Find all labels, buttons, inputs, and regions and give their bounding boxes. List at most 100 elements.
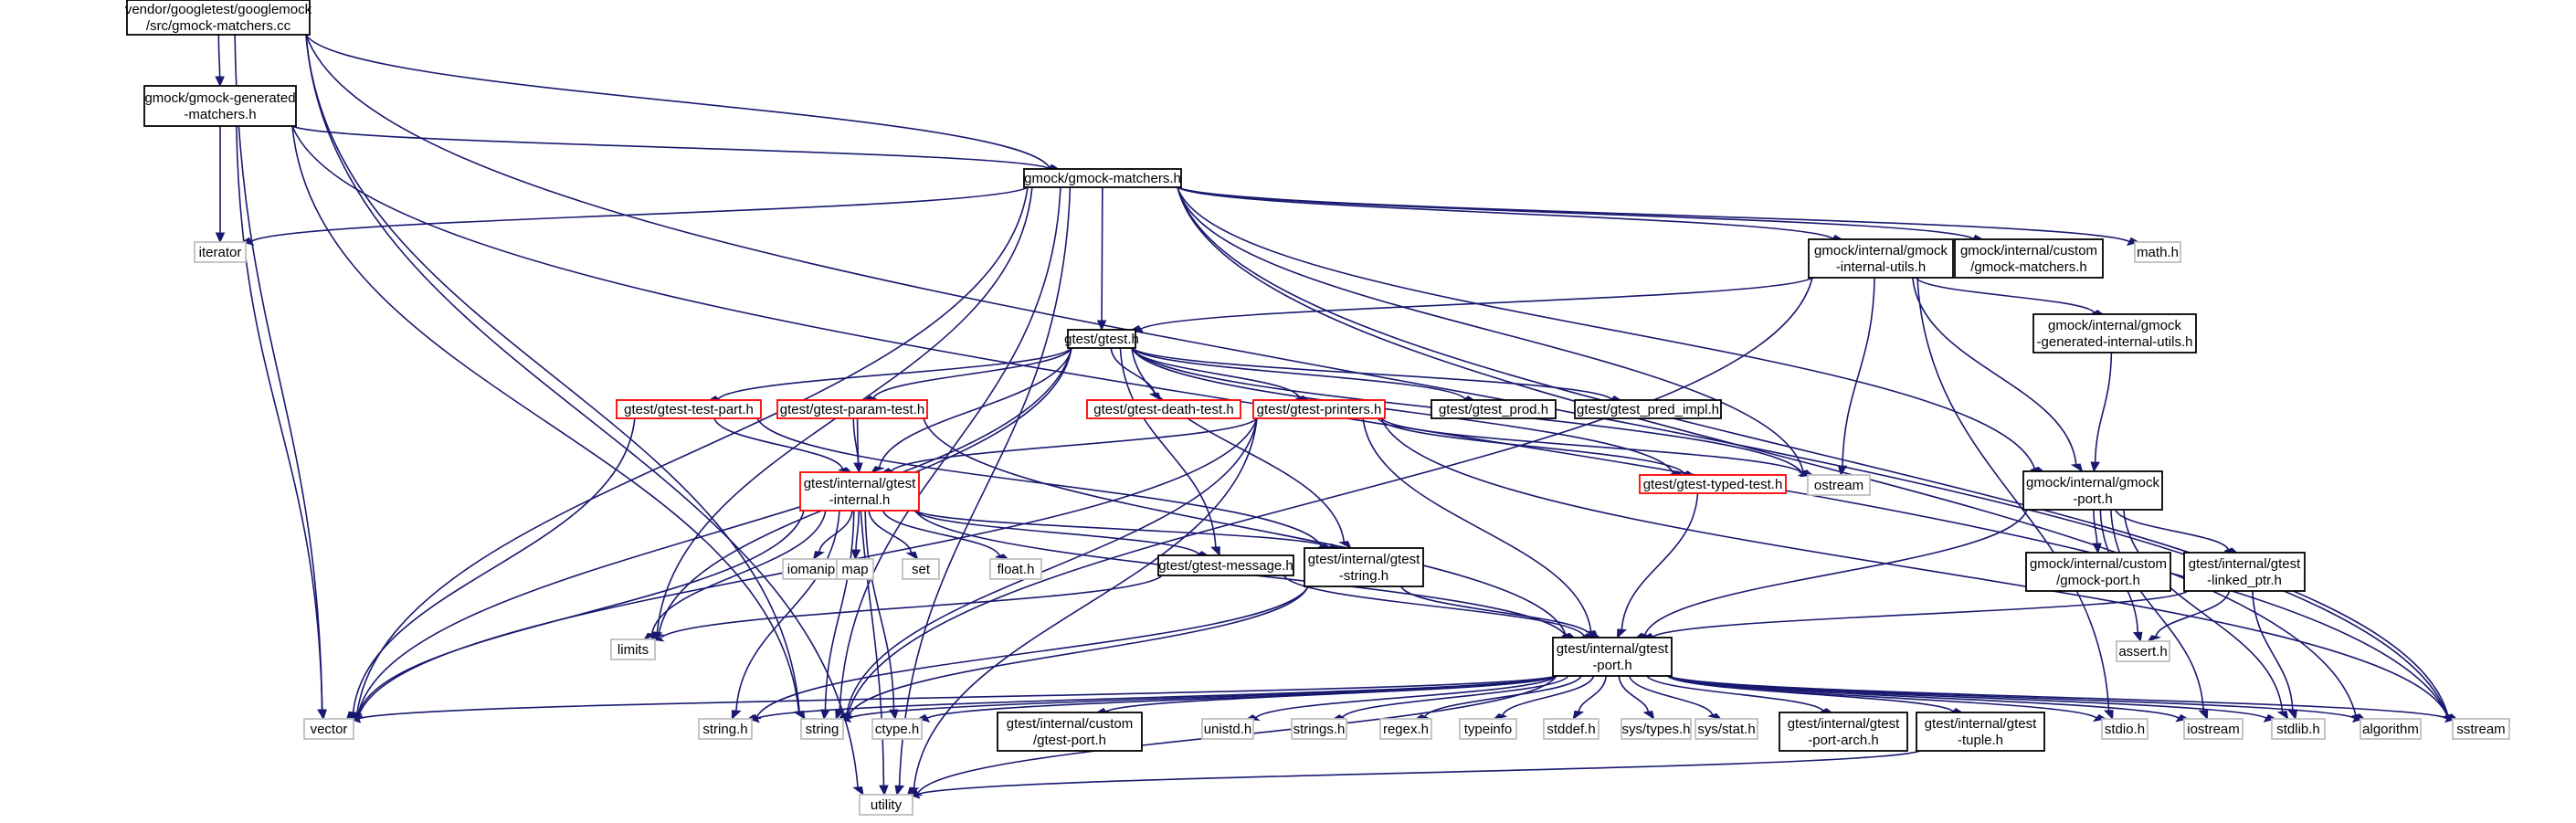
node-box [800, 718, 844, 740]
node-ostream[interactable]: ostream [1807, 474, 1871, 496]
edge-arrowhead [871, 466, 886, 473]
edge-gtup-to-utility [917, 750, 1921, 796]
node-strings-h[interactable]: strings.h [1291, 718, 1347, 740]
edge-arrowhead [995, 554, 1009, 560]
edge-arrowhead [746, 713, 760, 723]
node-gtest-internal-gtest-port-h[interactable]: gtest/internal/gtest-port.h [1552, 637, 1673, 677]
edge-arrowhead [731, 710, 742, 721]
node-box [303, 718, 354, 740]
edge-gport-to-vector [358, 675, 1557, 720]
node-gmock-internal-gmock-generated-internal-utils-h[interactable]: gmock/internal/gmock-generated-internal-… [2032, 313, 2197, 353]
edge-gint-to-ctype [864, 510, 895, 711]
node-gtest-gtest-typed-test-h[interactable]: gtest/gtest-typed-test.h [1639, 474, 1787, 494]
node-algorithm[interactable]: algorithm [2360, 718, 2422, 740]
node-box [1067, 329, 1136, 349]
node-box [859, 794, 913, 816]
node-stdio-h[interactable]: stdio.h [2101, 718, 2148, 740]
node-gmock-gmock-generated-matchers-h[interactable]: gmock/gmock-generated-matchers.h [143, 85, 297, 127]
edge-gpr-to-gint [891, 417, 1258, 472]
node-box [1304, 547, 1424, 587]
edge-gstr-to-string [847, 586, 1309, 717]
node-gtest-gtest-death-test-h[interactable]: gtest/gtest-death-test.h [1086, 399, 1241, 419]
edge-gpr-to-sstream [1380, 417, 2449, 717]
node-vector[interactable]: vector [303, 718, 354, 740]
node-label: gtest/gtest-death-test.h [1093, 402, 1233, 417]
node-label: -port.h [2073, 491, 2112, 507]
node-gtest-gtest-prod-h[interactable]: gtest/gtest_prod.h [1431, 399, 1557, 419]
node-gtest-gtest-h[interactable]: gtest/gtest.h [1064, 329, 1139, 349]
node-unistd-h[interactable]: unistd.h [1201, 718, 1254, 740]
node-label: regex.h [1383, 722, 1429, 737]
node-box [1954, 238, 2104, 279]
node-gmock-internal-gmock-port-h[interactable]: gmock/internal/gmock-port.h [2022, 470, 2163, 511]
edge-gtest-to-gtt [1131, 347, 1674, 474]
node-math-h[interactable]: math.h [2134, 241, 2181, 263]
node-sys-types-h[interactable]: sys/types.h [1621, 718, 1692, 740]
node-gtest-internal-gtest-string-h[interactable]: gtest/internal/gtest-string.h [1304, 547, 1424, 587]
node-regex-h[interactable]: regex.h [1379, 718, 1432, 740]
node-set[interactable]: set [902, 558, 940, 580]
node-gtest-internal-gtest-tuple-h[interactable]: gtest/internal/gtest-tuple.h [1916, 712, 2045, 752]
node-label: iomanip [787, 562, 836, 577]
node-gtest-internal-custom-gtest-port-h[interactable]: gtest/internal/custom/gtest-port.h [997, 712, 1143, 752]
node-limits[interactable]: limits [610, 638, 656, 660]
node-iterator[interactable]: iterator [194, 241, 247, 263]
edge-arrowhead [2127, 237, 2140, 247]
node-sys-stat-h[interactable]: sys/stat.h [1694, 718, 1758, 740]
node-label: gtest/gtest_pred_impl.h [1577, 402, 1719, 417]
node-gtest-gtest-param-test-h[interactable]: gtest/gtest-param-test.h [776, 399, 928, 419]
edge-gtest-to-gdt [1110, 347, 1156, 394]
node-label: stdlib.h [2276, 722, 2320, 737]
node-ctype-h[interactable]: ctype.h [871, 718, 923, 740]
node-label: algorithm [2362, 722, 2419, 737]
edge-gpr-to-gtt [1377, 417, 1685, 474]
node-gtest-internal-gtest-internal-h[interactable]: gtest/internal/gtest-internal.h [799, 471, 920, 512]
node-gtest-internal-gtest-port-arch-h[interactable]: gtest/internal/gtest-port-arch.h [1779, 712, 1908, 752]
node-vendor-googletest-googlemock-src-gmock-matchers-cc[interactable]: vendor/googletest/googlemock/src/gmock-m… [125, 0, 312, 36]
node-label: gtest/internal/custom [1007, 716, 1133, 732]
edge-gstr-to-stringh [756, 586, 1309, 718]
edge-giu-to-ggiu [1915, 277, 2096, 313]
node-label: gmock/internal/gmock [2026, 475, 2159, 491]
node-gmock-internal-custom-gmock-matchers-h[interactable]: gmock/internal/custom/gmock-matchers.h [1954, 238, 2104, 279]
node-string-h[interactable]: string.h [698, 718, 753, 740]
node-map[interactable]: map [836, 558, 874, 580]
node-box [616, 399, 762, 419]
node-gmock-internal-custom-gmock-port-h[interactable]: gmock/internal/custom/gmock-port.h [2025, 552, 2171, 592]
edge-gtest-to-gpt [872, 347, 1072, 399]
edge-gport-to-sysstat [1628, 675, 1714, 716]
edge-arrowhead [215, 232, 226, 244]
edge-giu-to-stdio [1916, 277, 2110, 711]
edge-gtest-to-gmsg [1119, 347, 1217, 548]
edge-arrowhead [838, 713, 852, 723]
edge-glp-to-assert [2155, 590, 2231, 638]
node-utility[interactable]: utility [859, 794, 913, 816]
node-stdlib-h[interactable]: stdlib.h [2271, 718, 2326, 740]
node-stddef-h[interactable]: stddef.h [1543, 718, 1599, 740]
node-box [1379, 718, 1432, 740]
edge-arrowhead [1708, 712, 1723, 720]
node-gmock-gmock-matchers-h[interactable]: gmock/gmock-matchers.h [1023, 168, 1182, 188]
node-gtest-gtest-test-part-h[interactable]: gtest/gtest-test-part.h [616, 399, 762, 419]
node-typeinfo[interactable]: typeinfo [1459, 718, 1517, 740]
node-assert-h[interactable]: assert.h [2116, 640, 2170, 662]
edge-arrowhead [852, 786, 864, 797]
edge-arrowhead [2147, 635, 2162, 642]
edge-gpr-to-ostream [1380, 417, 1805, 475]
node-label: gtest/gtest_prod.h [1439, 402, 1548, 417]
node-gmock-internal-gmock-internal-utils-h[interactable]: gmock/internal/gmock-internal-utils.h [1808, 238, 1954, 279]
node-gtest-gtest-printers-h[interactable]: gtest/gtest-printers.h [1252, 399, 1386, 419]
node-iomanip[interactable]: iomanip [782, 558, 840, 580]
edge-gpt-to-gport [923, 417, 1567, 636]
node-float-h[interactable]: float.h [989, 558, 1042, 580]
node-sstream[interactable]: sstream [2452, 718, 2510, 740]
node-box [871, 718, 923, 740]
node-gtest-gtest-message-h[interactable]: gtest/gtest-message.h [1157, 554, 1294, 576]
node-gtest-gtest-pred-impl-h[interactable]: gtest/gtest_pred_impl.h [1574, 399, 1722, 419]
node-string[interactable]: string [800, 718, 844, 740]
edge-arrowhead [2092, 713, 2107, 723]
edge-gmsg-to-limits [660, 575, 1163, 639]
edge-arrowhead [1642, 711, 1655, 721]
node-iostream[interactable]: iostream [2183, 718, 2243, 740]
node-gtest-internal-gtest-linked-ptr-h[interactable]: gtest/internal/gtest-linked_ptr.h [2183, 552, 2306, 592]
